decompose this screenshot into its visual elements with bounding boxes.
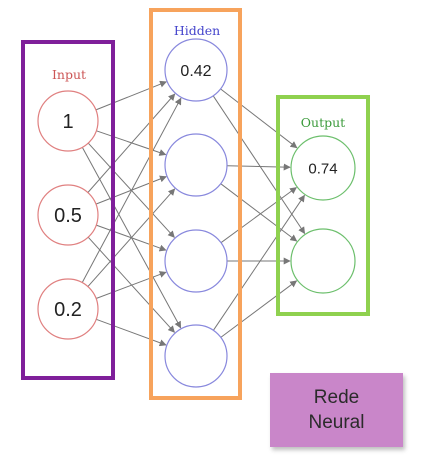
hidden-neuron-1-value: 0.42 [180,63,211,80]
input-neuron-2 [37,184,99,246]
output-neuron-1 [290,135,356,201]
input-neuron-3 [37,278,99,340]
output-neuron-1-value: 0.74 [308,160,337,177]
hidden-neuron-4 [164,324,228,388]
hidden-neuron-1 [164,38,228,102]
connection-input-1-to-hidden-2 [96,130,167,156]
connection-input-3-to-hidden-1 [81,97,182,283]
note-line-2: Neural [308,412,365,433]
hidden-layer-label: Hidden [174,23,220,38]
input-neuron-1 [37,90,99,152]
input-neuron-3-value: 0.2 [54,299,82,321]
connection-hidden-3-to-output-1 [220,187,297,244]
input-layer-label: Input [52,67,86,82]
connection-hidden-4-to-output-2 [220,280,298,338]
output-neuron-2 [290,228,356,294]
connection-input-2-to-hidden-1 [87,93,176,193]
output-layer-box [276,95,370,316]
input-neuron-1-value: 1 [62,111,73,133]
output-layer-label: Output [301,115,345,130]
connection-hidden-2-to-output-2 [220,183,298,242]
connection-input-3-to-hidden-3 [95,271,167,299]
connections [81,80,306,347]
connection-input-3-to-hidden-4 [96,318,167,347]
connection-input-1-to-hidden-1 [95,80,167,111]
hidden-neuron-2 [164,133,228,197]
connection-hidden-2-to-output-1 [226,163,291,171]
connection-hidden-1-to-output-1 [220,88,298,149]
connection-input-3-to-hidden-2 [87,188,176,287]
connection-hidden-1-to-output-2 [212,95,306,235]
hidden-layer-box [149,8,242,400]
connection-hidden-4-to-output-1 [212,194,305,331]
title-note: Rede Neural [270,373,403,447]
input-neuron-2-value: 0.5 [54,205,82,227]
note-line-1: Rede [313,387,360,408]
input-layer-box [21,40,115,380]
hidden-neuron-3 [164,229,228,293]
neurons: 1 0.5 0.2 0.42 0.74 [37,38,356,388]
